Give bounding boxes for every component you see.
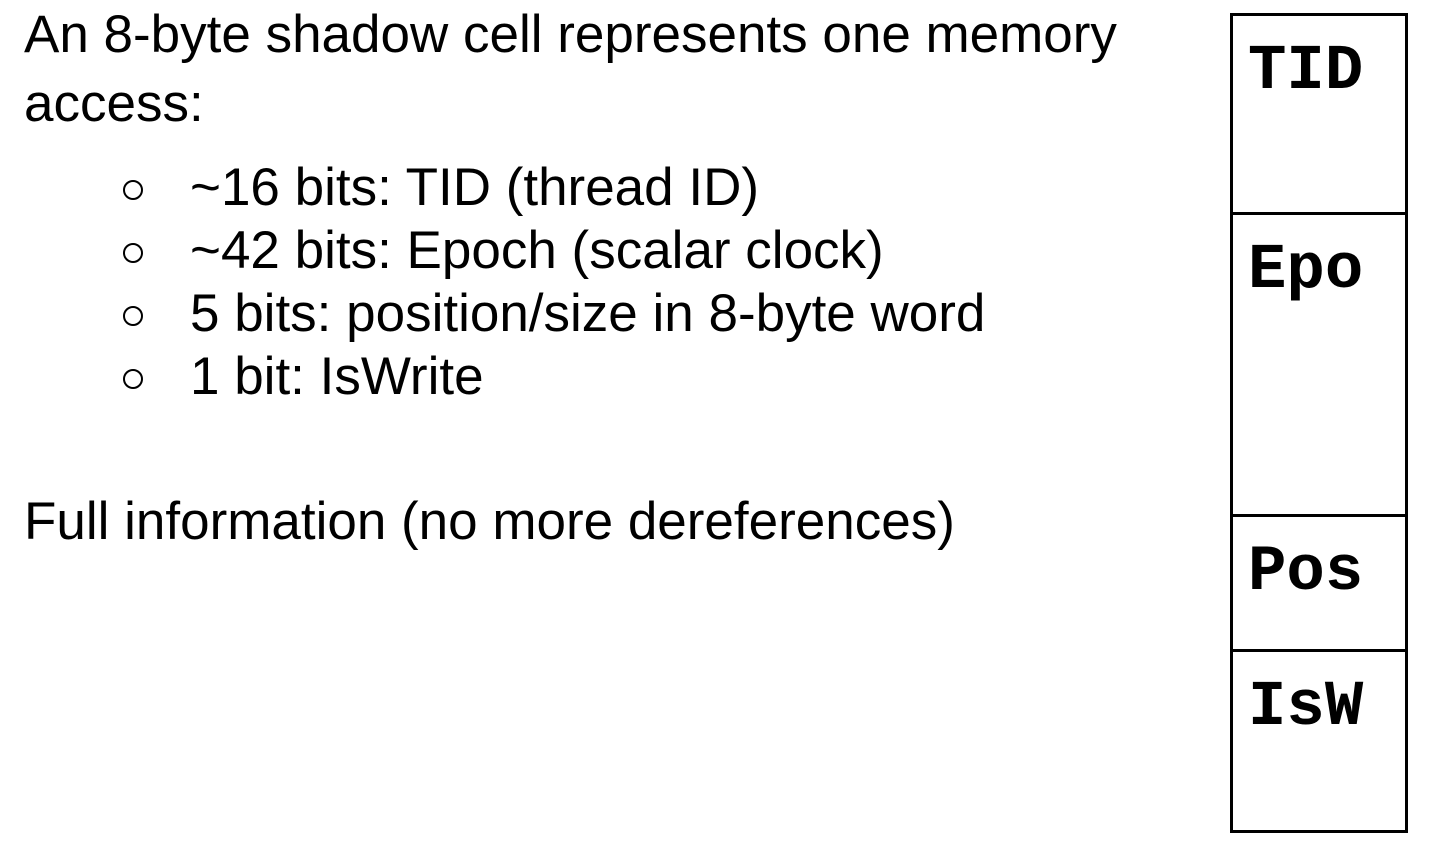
cell-label-epoch: Epo	[1248, 235, 1364, 307]
bullet-circle-icon	[123, 243, 143, 263]
diagram-cell-epoch: Epo	[1233, 215, 1405, 517]
bullet-item: ~42 bits: Epoch (scalar clock)	[0, 219, 1200, 282]
bullet-item: 5 bits: position/size in 8-byte word	[0, 282, 1200, 345]
bullet-item: 1 bit: IsWrite	[0, 345, 1200, 408]
bullet-item: ~16 bits: TID (thread ID)	[0, 156, 1200, 219]
bullet-text: 1 bit: IsWrite	[190, 347, 484, 406]
bullet-circle-icon	[123, 180, 143, 200]
bullet-text: 5 bits: position/size in 8-byte word	[190, 284, 986, 343]
diagram-cell-tid: TID	[1233, 16, 1405, 215]
intro-text: An 8-byte shadow cell represents one mem…	[24, 5, 1117, 133]
bullet-text: ~16 bits: TID (thread ID)	[190, 158, 759, 217]
cell-label-pos: Pos	[1248, 537, 1364, 609]
diagram-cell-iswrite: IsW	[1233, 652, 1405, 830]
bullet-circle-icon	[123, 369, 143, 389]
footnote-text: Full information (no more dereferences)	[24, 492, 955, 551]
cell-label-tid: TID	[1248, 36, 1364, 108]
bullet-list: ~16 bits: TID (thread ID) ~42 bits: Epoc…	[0, 156, 1200, 408]
bullet-circle-icon	[123, 306, 143, 326]
diagram-cell-pos: Pos	[1233, 517, 1405, 652]
bullet-text: ~42 bits: Epoch (scalar clock)	[190, 221, 884, 280]
cell-label-iswrite: IsW	[1248, 672, 1364, 744]
shadow-cell-diagram: TID Epo Pos IsW	[1230, 13, 1408, 833]
